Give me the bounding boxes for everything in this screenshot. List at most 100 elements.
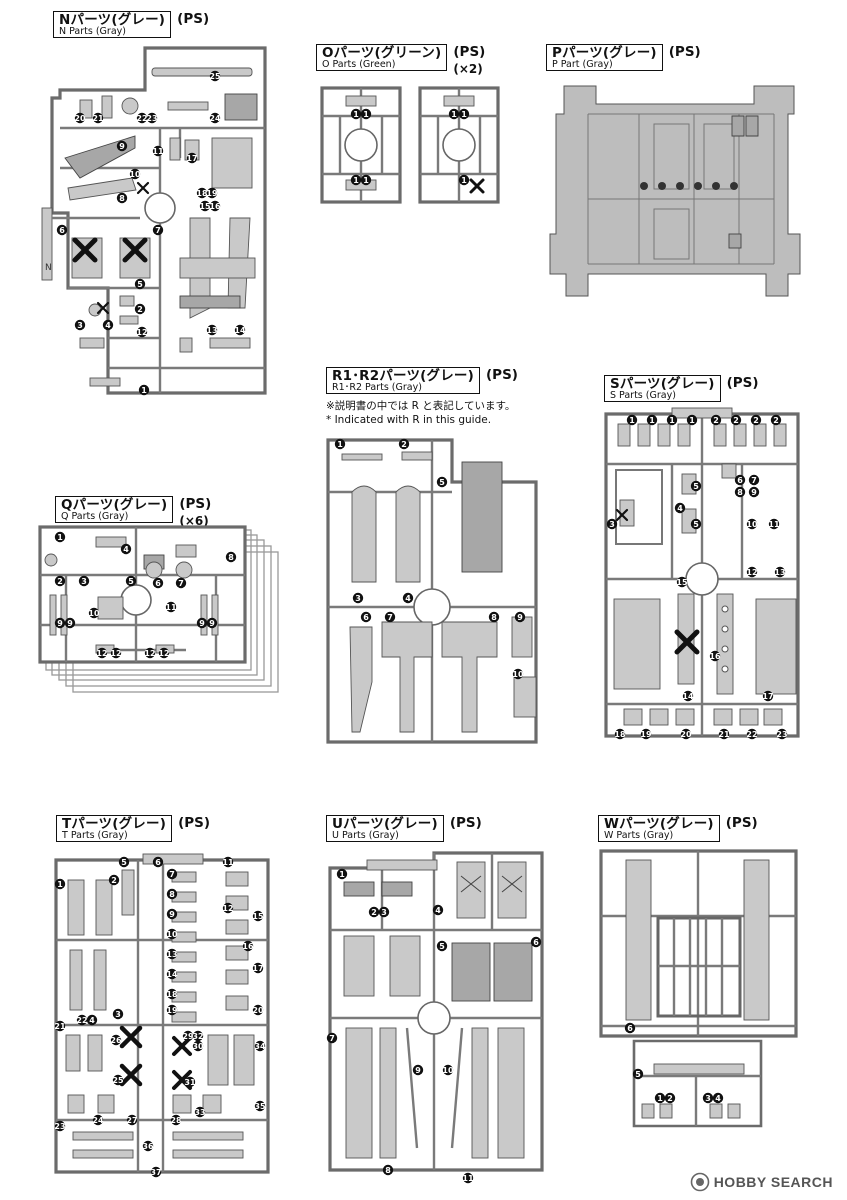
part-number: 10 (512, 670, 524, 679)
part-number: 13 (166, 950, 177, 959)
part-number-marker: 7 (175, 577, 187, 589)
part-number-marker: 15 (199, 200, 211, 212)
part-number: 12 (746, 568, 757, 577)
part-number-marker: 36 (142, 1140, 154, 1152)
part-number: 25 (209, 72, 221, 81)
part-number: 29 (182, 1032, 194, 1041)
part-number-marker: 10 (166, 928, 178, 940)
sprue-name-en: R1･R2 Parts (Gray) (332, 382, 422, 394)
cross-mark (136, 181, 150, 195)
part-number-marker: 2 (134, 303, 146, 315)
part-number-marker: 3 (78, 575, 90, 587)
part-number: 5 (693, 482, 699, 491)
part-number: 21 (92, 114, 104, 123)
part-number: 31 (184, 1078, 196, 1087)
sprue-label-u: Uパーツ(グレー) U Parts (Gray) (PS) (326, 815, 482, 843)
part-number-marker: 3 (74, 319, 86, 331)
part-number-marker: 7 (152, 224, 164, 236)
part-number: 12 (110, 649, 121, 658)
part-number-marker: 37 (150, 1166, 162, 1178)
part-number: 3 (77, 321, 83, 330)
cross-mark (615, 508, 629, 522)
part-number-marker: 9 (64, 617, 76, 629)
hobby-search-logo: HOBBY SEARCH (690, 1172, 833, 1192)
part-number-marker: 20 (680, 728, 692, 740)
part-number: 1 (689, 416, 695, 425)
part-number: 7 (155, 226, 161, 235)
part-number: 7 (169, 870, 175, 879)
part-number-marker: 1 (350, 174, 362, 186)
part-number: 17 (762, 692, 773, 701)
runner-letter-n: N (45, 263, 52, 273)
part-number-marker: 26 (110, 1034, 122, 1046)
part-number-marker: 2 (54, 575, 66, 587)
part-number: 1 (363, 110, 369, 119)
sprue-quantity: (×2) (453, 62, 483, 76)
part-number: 1 (339, 870, 345, 879)
part-number-marker: 20 (252, 1004, 264, 1016)
part-number-marker: 5 (436, 940, 448, 952)
part-number-marker: 30 (192, 1040, 204, 1052)
part-number-marker: 11 (222, 856, 234, 868)
part-number-marker: 1 (350, 108, 362, 120)
sprue-label-r-box: R1･R2パーツ(グレー) R1･R2 Parts (Gray) (326, 367, 480, 395)
part-number: 11 (462, 1174, 474, 1183)
part-number-marker: 2 (730, 414, 742, 426)
sprue-r-note: ※説明書の中では R と表記しています。 * Indicated with R … (326, 399, 515, 427)
sprue-label-w: Wパーツ(グレー) W Parts (Gray) (PS) (598, 815, 758, 843)
part-number: 1 (461, 110, 467, 119)
part-number-marker: 1 (334, 438, 346, 450)
part-number: 1 (629, 416, 635, 425)
part-number-marker: 23 (54, 1120, 66, 1132)
part-number: 22 (76, 1016, 87, 1025)
part-number-marker: 1 (448, 108, 460, 120)
part-number: 2 (57, 577, 63, 586)
part-number: 1 (57, 880, 63, 889)
sprue-label-w-box: Wパーツ(グレー) W Parts (Gray) (598, 815, 720, 843)
part-number-marker: 2 (664, 1092, 676, 1104)
part-number-marker: 6 (624, 1022, 636, 1034)
part-number: 17 (186, 154, 197, 163)
part-number: 9 (67, 619, 73, 628)
sprue-material: (PS) (179, 496, 212, 512)
sprue-label-q: Qパーツ(グレー) Q Parts (Gray) (PS) (×6) (55, 496, 211, 528)
part-number: 12 (136, 328, 147, 337)
part-number-marker: 29 (182, 1030, 194, 1042)
sprue-name-en: P Part (Gray) (552, 59, 613, 71)
part-number-marker: 8 (116, 192, 128, 204)
part-number: 32 (192, 1032, 203, 1041)
sprue-label-t: Tパーツ(グレー) T Parts (Gray) (PS) (56, 815, 210, 843)
part-number: 26 (110, 1036, 122, 1045)
sprue-quantity: (×6) (179, 514, 209, 528)
part-number-marker: 12 (746, 566, 758, 578)
part-number-marker: 15 (676, 576, 688, 588)
part-number: 16 (242, 942, 254, 951)
part-number: 3 (705, 1094, 711, 1103)
part-number: 33 (194, 1108, 205, 1117)
part-number: 10 (166, 930, 178, 939)
part-number: 6 (155, 858, 161, 867)
part-number-marker: 12 (222, 902, 234, 914)
part-number-marker: 31 (184, 1076, 196, 1088)
part-number: 6 (59, 226, 65, 235)
part-number: 1 (141, 386, 147, 395)
sprue-label-u-box: Uパーツ(グレー) U Parts (Gray) (326, 815, 444, 843)
part-number: 18 (196, 189, 208, 198)
part-number: 1 (353, 176, 359, 185)
part-number-marker: 4 (120, 543, 132, 555)
part-number-marker: 22 (746, 728, 758, 740)
part-number-marker: 8 (225, 551, 237, 563)
part-number-marker: 1 (360, 174, 372, 186)
part-number-marker: 7 (748, 474, 760, 486)
part-number-marker: 19 (166, 1004, 178, 1016)
cross-mark (122, 237, 148, 263)
part-number: 12 (158, 649, 169, 658)
part-number-marker: 21 (718, 728, 730, 740)
part-number-marker: 6 (360, 611, 372, 623)
part-number: 21 (718, 730, 730, 739)
part-number: 19 (166, 1006, 178, 1015)
part-number-marker: 17 (186, 152, 198, 164)
part-number-marker: 32 (192, 1030, 204, 1042)
cross-mark (469, 178, 485, 194)
